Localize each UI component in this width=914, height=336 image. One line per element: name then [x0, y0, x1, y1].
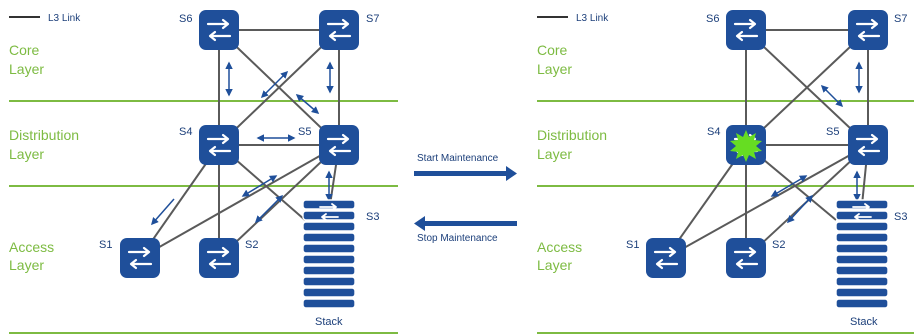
switch-s7 [846, 8, 890, 52]
label-s3: S3 [366, 211, 379, 223]
label-s1: S1 [626, 239, 639, 251]
maintenance-burst-icon [730, 130, 762, 162]
label-s4: S4 [707, 126, 720, 138]
start-maintenance-label: Start Maintenance [417, 153, 499, 164]
legend-label: L3 Link [48, 13, 81, 24]
stop-maintenance-arrow: Stop Maintenance [414, 216, 517, 244]
label-s7: S7 [366, 13, 379, 25]
start-maintenance-arrow: Start Maintenance [414, 153, 517, 181]
switch-s6 [197, 8, 241, 52]
label-s2: S2 [245, 239, 258, 251]
label-s6: S6 [706, 13, 719, 25]
label-s5: S5 [826, 126, 839, 138]
legend: L3 Link [9, 13, 81, 24]
label-stack: Stack [315, 316, 343, 328]
switch-s1 [118, 236, 162, 280]
switch-s2 [724, 236, 768, 280]
switch-s5 [846, 123, 890, 167]
traffic-arrows [151, 61, 334, 226]
switch-stack-s3 [302, 199, 356, 309]
legend: L3 Link [537, 13, 609, 24]
label-stack: Stack [850, 316, 878, 328]
legend-label: L3 Link [576, 13, 609, 24]
label-s1: S1 [99, 239, 112, 251]
label-s2: S2 [772, 239, 785, 251]
switch-s1 [644, 236, 688, 280]
switch-s4 [197, 123, 241, 167]
switch-s4-maintenance [724, 123, 768, 167]
stop-maintenance-label: Stop Maintenance [417, 233, 498, 244]
switch-stack-s3 [835, 199, 889, 309]
switch-s2 [197, 236, 241, 280]
traffic-arrows [770, 61, 863, 224]
switch-s7 [317, 8, 361, 52]
switch-s5 [317, 123, 361, 167]
label-s6: S6 [179, 13, 192, 25]
label-s5: S5 [298, 126, 311, 138]
label-s4: S4 [179, 126, 192, 138]
switch-s6 [724, 8, 768, 52]
label-s7: S7 [894, 13, 907, 25]
label-s3: S3 [894, 211, 907, 223]
